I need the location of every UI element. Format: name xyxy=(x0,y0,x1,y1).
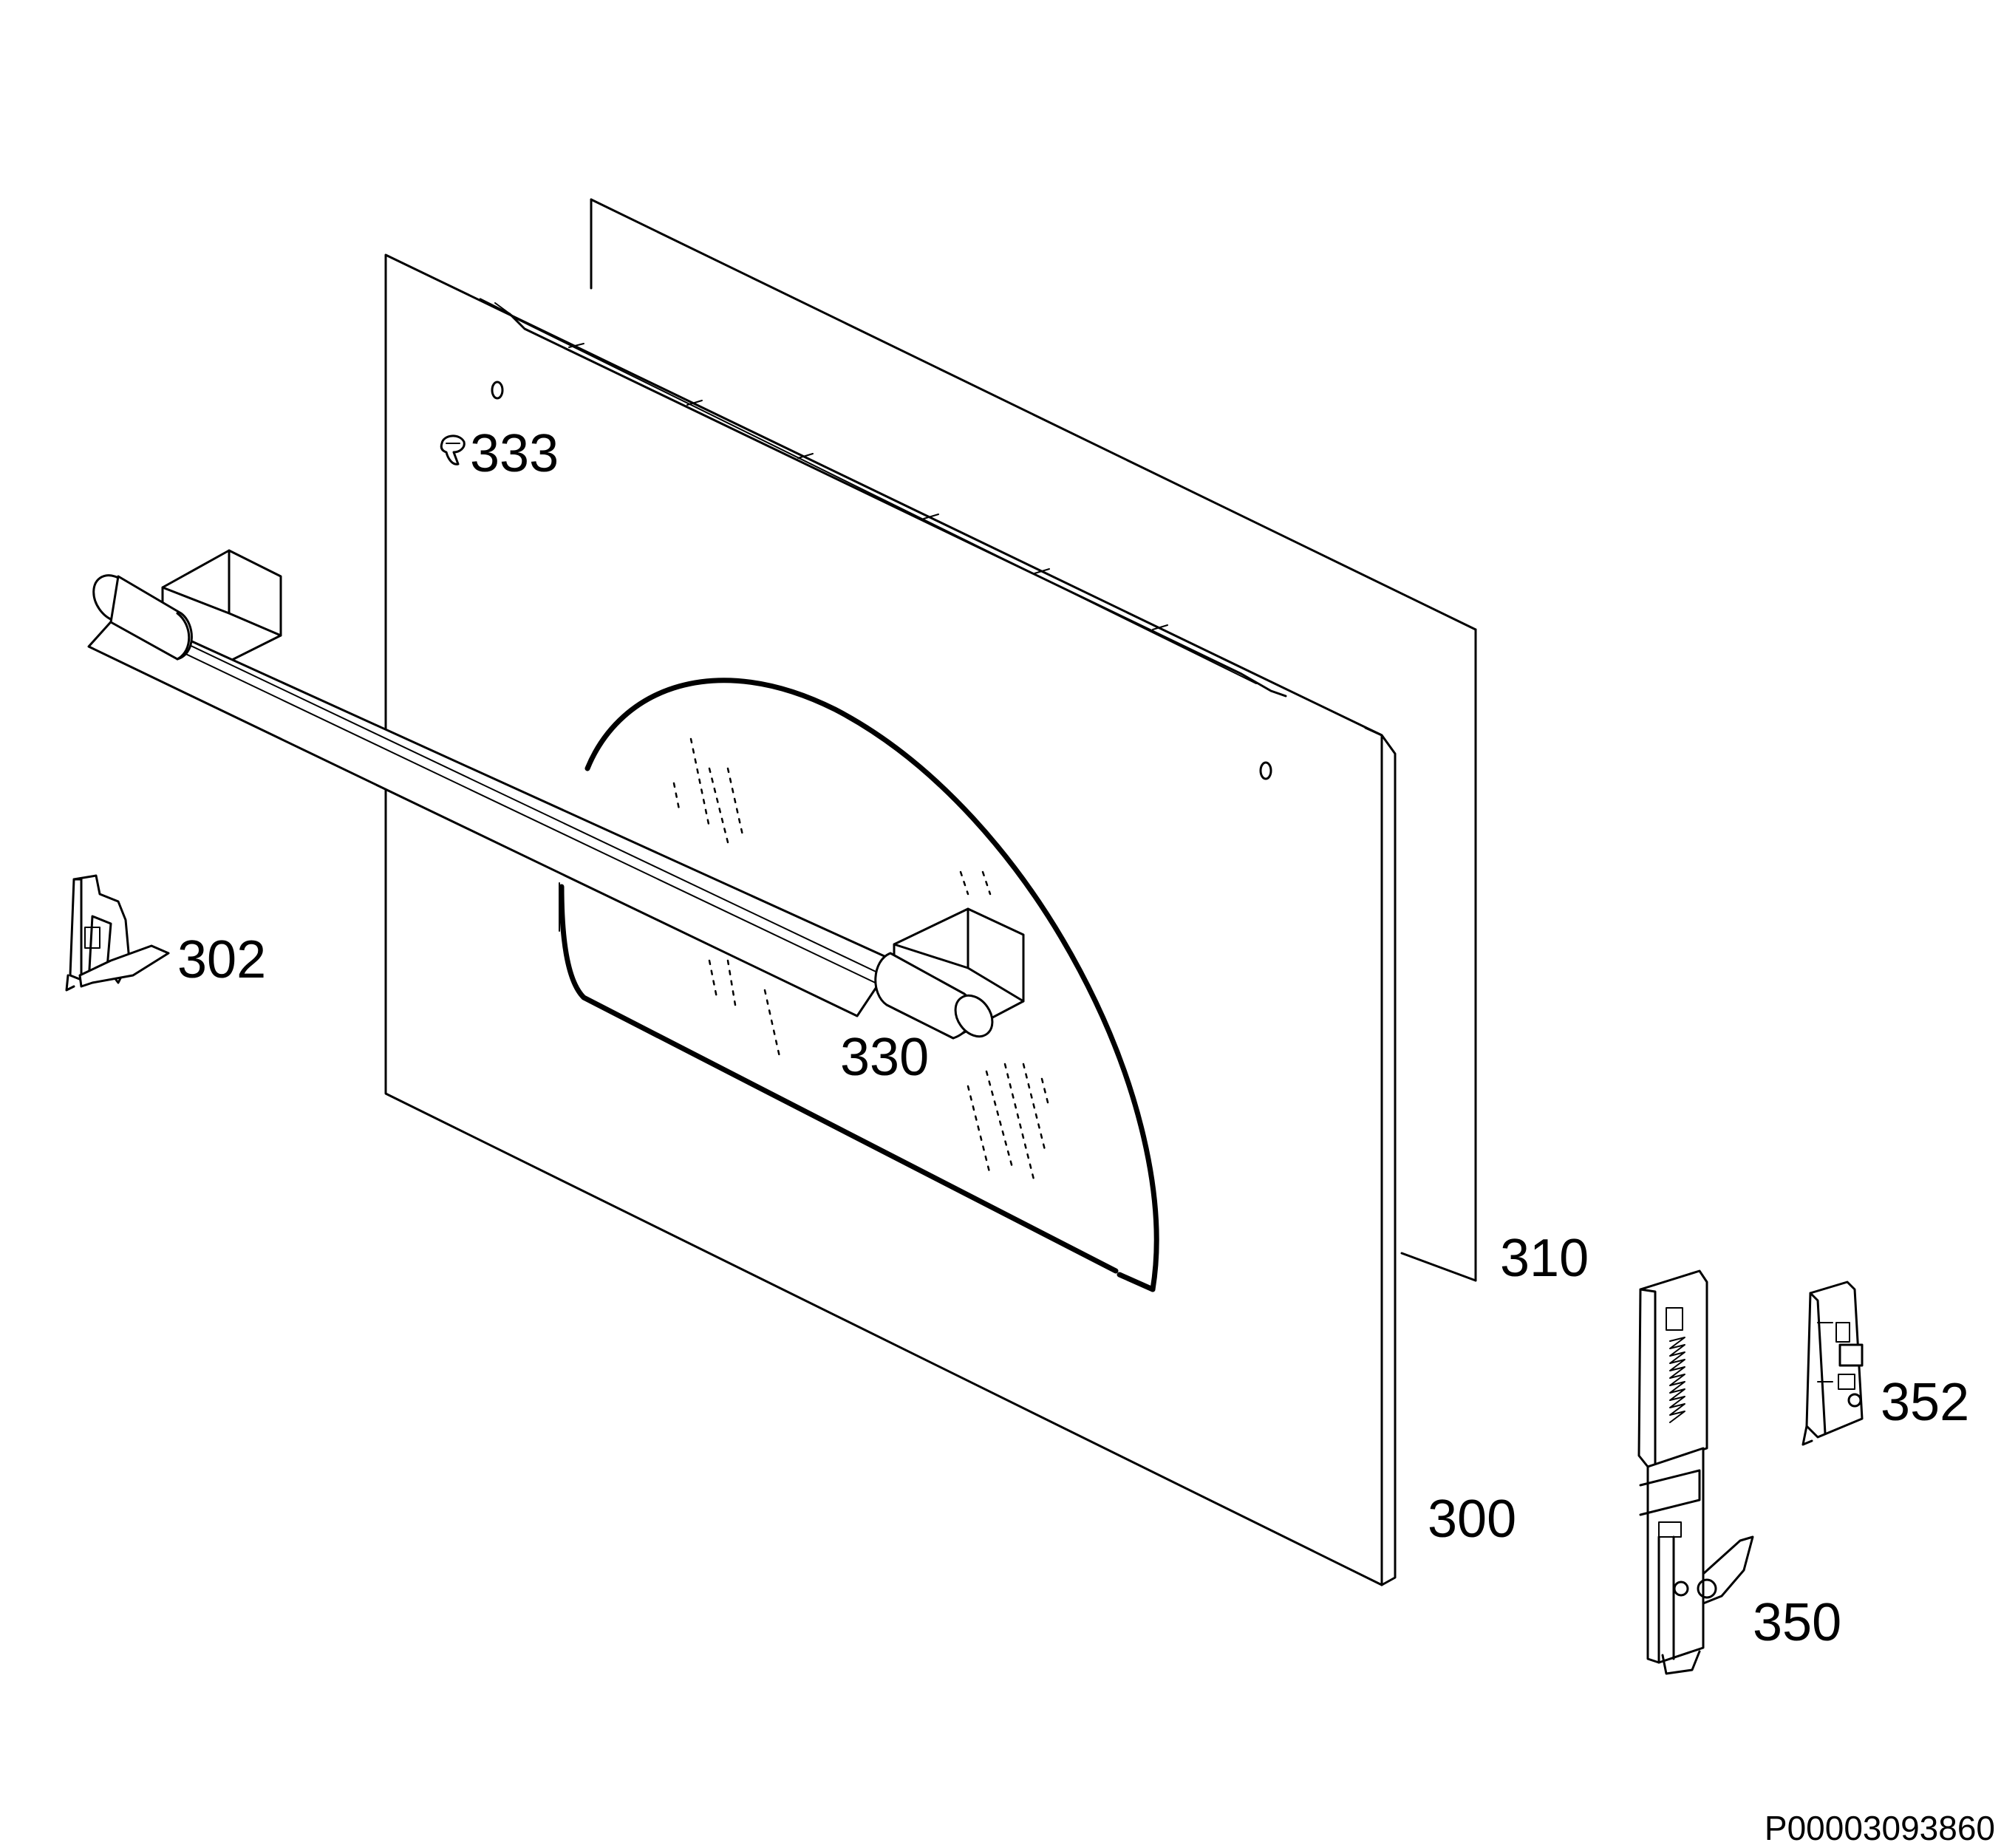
label-333: 333 xyxy=(470,424,559,483)
door-window xyxy=(559,678,1159,1292)
hinge-spring xyxy=(1669,1337,1685,1423)
label-310: 310 xyxy=(1500,1229,1589,1288)
label-352: 352 xyxy=(1881,1373,1969,1432)
part-352-hinge-receptacle[interactable] xyxy=(1801,1281,1864,1446)
part-350-door-hinge[interactable] xyxy=(1637,1269,1754,1675)
part-300-outer-door-panel[interactable] xyxy=(384,253,1397,1586)
vent-slots xyxy=(568,343,1168,630)
label-330: 330 xyxy=(840,1028,929,1087)
part-330-door-handle[interactable] xyxy=(85,549,1025,1043)
screw-hole-right xyxy=(1259,761,1272,780)
screw-hole-left xyxy=(491,381,504,400)
part-302-door-catch[interactable] xyxy=(65,874,170,992)
label-302: 302 xyxy=(177,930,266,989)
document-code: P00003093860 xyxy=(1765,1809,1995,1847)
part-310-inner-glass-panel[interactable] xyxy=(590,198,1477,1282)
label-300: 300 xyxy=(1428,1490,1516,1549)
part-333-screw[interactable] xyxy=(440,434,466,466)
label-350: 350 xyxy=(1753,1593,1841,1652)
